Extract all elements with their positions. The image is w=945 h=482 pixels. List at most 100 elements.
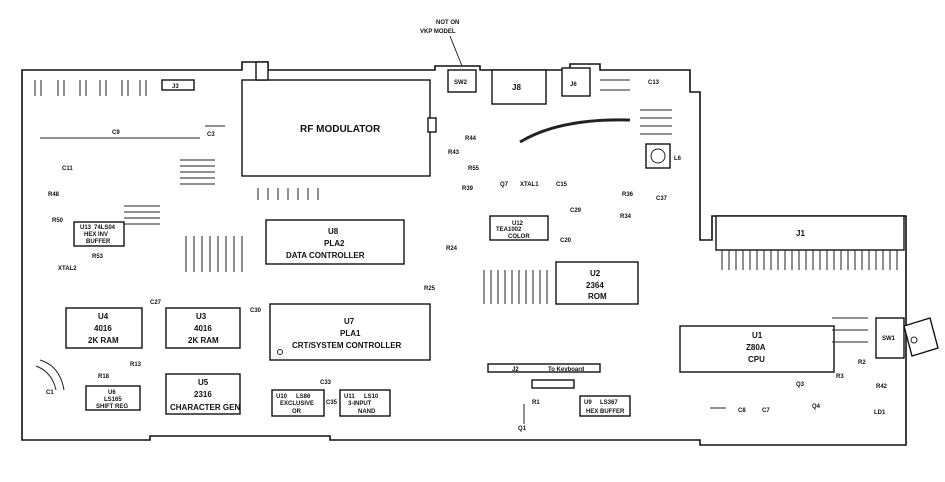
chip-u8-line1: PLA2 bbox=[324, 239, 345, 248]
part-r24: R24 bbox=[446, 246, 458, 252]
curved-trace bbox=[519, 118, 631, 144]
part-c3: C3 bbox=[207, 132, 215, 138]
part-c20: C20 bbox=[560, 238, 572, 244]
part-r39: R39 bbox=[462, 186, 474, 192]
connector-j2 bbox=[487, 363, 601, 373]
part-r55: R55 bbox=[468, 166, 480, 172]
part-r48: R48 bbox=[48, 192, 60, 198]
chip-u5 bbox=[165, 373, 241, 415]
resistor-bank-center bbox=[483, 270, 548, 304]
chip-u4-line2: 2K RAM bbox=[88, 336, 119, 345]
part-r44: R44 bbox=[465, 136, 477, 142]
chip-u9-line1: LS367 bbox=[600, 400, 618, 406]
part-r34: R34 bbox=[620, 214, 632, 220]
chip-u6-line1: LS165 bbox=[104, 397, 122, 403]
chip-u3-line2: 2K RAM bbox=[188, 336, 219, 345]
part-c35: C35 bbox=[326, 400, 338, 406]
switch-sw1 bbox=[875, 317, 905, 359]
chip-u13-line3: BUFFER bbox=[86, 239, 111, 245]
chip-u11-line1: LS10 bbox=[364, 394, 379, 400]
chip-u8 bbox=[265, 219, 405, 265]
connector-j1 bbox=[715, 215, 905, 251]
chip-u6 bbox=[85, 385, 141, 411]
part-r50: R50 bbox=[52, 218, 64, 224]
chip-u11 bbox=[339, 389, 391, 417]
chip-u8-line2: DATA CONTROLLER bbox=[286, 251, 365, 260]
chip-u1-line2: CPU bbox=[748, 355, 765, 364]
connector-j8 bbox=[491, 69, 547, 105]
chip-u11-line2: 3-INPUT bbox=[348, 401, 372, 407]
wire-arc-1 bbox=[35, 365, 57, 391]
chip-u13 bbox=[73, 221, 125, 247]
part-c13: C13 bbox=[648, 80, 660, 86]
chip-u10-line2: EXCLUSIVE bbox=[280, 401, 314, 407]
top-left-components bbox=[34, 80, 147, 96]
part-r42: R42 bbox=[876, 384, 888, 390]
chip-u1 bbox=[679, 325, 835, 373]
chip-u2 bbox=[555, 261, 639, 305]
resistor-stack-right bbox=[832, 317, 868, 343]
chip-u6-ref: U6 bbox=[108, 390, 116, 396]
chip-u11-line3: NAND bbox=[358, 409, 376, 415]
chip-u9-line2: HEX BUFFER bbox=[586, 409, 625, 415]
part-r53: R53 bbox=[92, 254, 104, 260]
switch-sw1-lever bbox=[903, 317, 939, 357]
part-q7: Q7 bbox=[500, 182, 509, 188]
center-left-caps bbox=[257, 188, 319, 200]
part-r36: R36 bbox=[622, 192, 634, 198]
part-c15: C15 bbox=[556, 182, 568, 188]
chip-u12-line2: COLOR bbox=[508, 234, 530, 240]
part-c7: C7 bbox=[762, 408, 770, 414]
connector-j8-label: J8 bbox=[512, 83, 521, 92]
part-c1: C1 bbox=[46, 390, 54, 396]
wire-arc-2 bbox=[39, 359, 65, 391]
board-outline bbox=[21, 61, 907, 446]
chip-u12-ref: U12 bbox=[512, 221, 524, 227]
part-q4: Q4 bbox=[812, 404, 821, 410]
connector-j3 bbox=[161, 79, 195, 91]
chip-u8-ref: U8 bbox=[328, 227, 339, 236]
part-c30: C30 bbox=[250, 308, 262, 314]
resistor-bank-left bbox=[185, 236, 243, 272]
connector-keyboard-label: To Keyboard bbox=[548, 367, 585, 373]
chip-u3-ref: U3 bbox=[196, 312, 207, 321]
part-c29: C29 bbox=[570, 208, 582, 214]
chip-u9-ref: U9 bbox=[584, 400, 592, 406]
connector-j2-label: J2 bbox=[512, 367, 519, 373]
connector-j6-label: J6 bbox=[570, 82, 577, 88]
part-xtal1: XTAL1 bbox=[520, 182, 539, 188]
connector-ra1 bbox=[531, 379, 575, 389]
part-c8: C8 bbox=[738, 408, 746, 414]
part-r1: R1 bbox=[532, 400, 540, 406]
rf-modulator-connector bbox=[255, 61, 269, 81]
chip-u13-line2: HEX INV bbox=[84, 232, 108, 238]
chip-u10-line1: LS86 bbox=[296, 394, 311, 400]
chip-u6-line2: SHIFT REG bbox=[96, 404, 128, 410]
part-c11: C11 bbox=[62, 166, 73, 172]
part-q1: Q1 bbox=[518, 426, 527, 432]
connector-j1-label: J1 bbox=[796, 229, 805, 238]
chip-u10 bbox=[271, 389, 325, 417]
annotation-line1: NOT ON bbox=[436, 20, 459, 26]
chip-u3 bbox=[165, 307, 241, 349]
chip-u1-line1: Z80A bbox=[746, 343, 766, 352]
chip-u3-line1: 4016 bbox=[194, 324, 212, 333]
part-r2: R2 bbox=[858, 360, 866, 366]
annotation-line2: VKP MODEL bbox=[420, 29, 456, 35]
chip-u13-line1: 74LS04 bbox=[94, 225, 116, 231]
part-r3: R3 bbox=[836, 374, 844, 380]
part-c27: C27 bbox=[150, 300, 162, 306]
chip-u7 bbox=[269, 303, 431, 361]
chip-u2-ref: U2 bbox=[590, 269, 601, 278]
part-r43: R43 bbox=[448, 150, 460, 156]
connector-j6 bbox=[561, 67, 591, 97]
rf-modulator-tab bbox=[427, 117, 437, 133]
part-ld1: LD1 bbox=[874, 410, 886, 416]
chip-u5-line2: CHARACTER GEN bbox=[170, 403, 240, 412]
chip-u4 bbox=[65, 307, 143, 349]
part-l6: L6 bbox=[674, 156, 682, 162]
chip-u10-ref: U10 bbox=[276, 394, 288, 400]
part-q3: Q3 bbox=[796, 382, 805, 388]
part-c37: C37 bbox=[656, 196, 668, 202]
